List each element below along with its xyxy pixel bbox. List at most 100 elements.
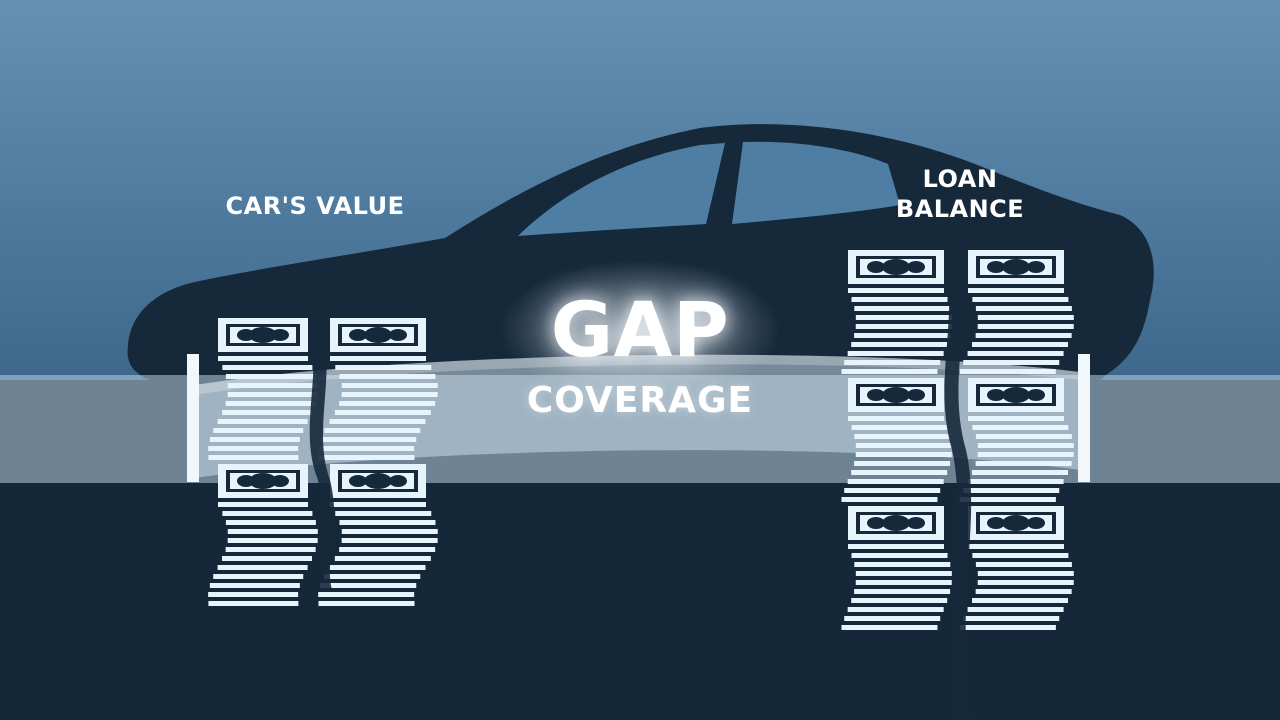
money-stack-part xyxy=(882,515,910,531)
money-stack-part xyxy=(907,261,925,273)
money-stack-part xyxy=(1002,387,1030,403)
money-stack-part xyxy=(987,517,1005,529)
money-stack-part xyxy=(977,315,1074,320)
money-stack-part xyxy=(339,547,436,552)
money-stack-part xyxy=(972,342,1069,347)
money-stack-part xyxy=(324,428,421,433)
money-stack-part xyxy=(217,565,308,570)
money-stack-part xyxy=(854,461,951,466)
money-stack-part xyxy=(320,583,417,588)
money-stack-part xyxy=(854,434,951,439)
money-stack-part xyxy=(975,589,1072,594)
ground xyxy=(0,482,1280,720)
money-stack-part xyxy=(967,479,1064,484)
money-stack-part xyxy=(364,473,392,489)
money-stack-part xyxy=(851,342,948,347)
money-stack-part xyxy=(349,475,367,487)
money-stack-part xyxy=(339,520,436,525)
money-stack-part xyxy=(851,598,948,603)
money-stack-part xyxy=(318,592,415,597)
money-stack-part xyxy=(389,329,407,341)
money-stack-part xyxy=(968,544,1064,549)
money-stack-part xyxy=(987,389,1005,401)
money-stack-part xyxy=(208,601,299,606)
money-stack-part xyxy=(841,625,938,630)
money-stack-part xyxy=(959,369,1056,374)
money-stack-part xyxy=(972,425,1069,430)
money-stack-part xyxy=(844,360,941,365)
money-stack-part xyxy=(847,351,944,356)
front-window xyxy=(732,141,900,224)
money-stack-part xyxy=(967,351,1064,356)
money-stack-part xyxy=(227,383,318,388)
money-stack-part xyxy=(975,461,1072,466)
money-stack-part xyxy=(855,443,952,448)
money-stack-part xyxy=(972,470,1069,475)
money-stack-part xyxy=(339,401,436,406)
money-stack-part xyxy=(329,419,426,424)
money-stack-part xyxy=(855,580,952,585)
money-stack-part xyxy=(213,574,304,579)
money-stack-part xyxy=(320,437,417,442)
money-stack-part xyxy=(907,389,925,401)
money-stack-part xyxy=(977,324,1074,329)
money-stack-part xyxy=(975,333,1072,338)
money-stack-part xyxy=(847,607,944,612)
money-stack-part xyxy=(848,416,944,421)
money-stack-part xyxy=(963,616,1060,621)
money-stack-part xyxy=(851,425,948,430)
money-stack-part xyxy=(222,410,313,415)
money-stack-part xyxy=(972,297,1069,302)
money-stack-part xyxy=(318,601,415,606)
money-stack-part xyxy=(963,488,1060,493)
money-stack-part xyxy=(977,571,1074,576)
money-stack-part xyxy=(855,324,952,329)
money-stack-part xyxy=(882,387,910,403)
money-stack-part xyxy=(389,475,407,487)
money-stack-part xyxy=(854,333,951,338)
money-stack-part xyxy=(1027,389,1045,401)
money-stack-part xyxy=(854,589,951,594)
money-stack-part xyxy=(851,553,948,558)
money-stack-part xyxy=(967,607,1064,612)
money-stack-part xyxy=(854,562,951,567)
money-stack-part xyxy=(851,470,948,475)
money-stack-part xyxy=(977,580,1074,585)
money-stack-part xyxy=(959,625,1056,630)
money-stack-part xyxy=(222,511,313,516)
money-stack-part xyxy=(339,374,436,379)
money-stack-part xyxy=(867,261,885,273)
money-stack-part xyxy=(227,392,318,397)
money-stack-part xyxy=(968,416,1064,421)
money-stack-part xyxy=(851,297,948,302)
money-stack-part xyxy=(218,356,308,361)
money-stack-part xyxy=(335,365,432,370)
money-stack-part xyxy=(867,517,885,529)
money-stack-part xyxy=(249,473,277,489)
money-stack-part xyxy=(249,327,277,343)
money-stack-part xyxy=(854,306,951,311)
gap-title: GAP xyxy=(550,285,730,374)
left-post xyxy=(187,354,199,482)
money-stack-part xyxy=(855,452,952,457)
money-stack-part xyxy=(225,401,316,406)
money-stack-part xyxy=(334,556,431,561)
money-stack-part xyxy=(341,529,438,534)
money-stack-part xyxy=(855,571,952,576)
loan-balance-money-stack-icon xyxy=(841,250,1074,720)
money-stack-part xyxy=(977,443,1074,448)
money-stack-part xyxy=(349,329,367,341)
money-stack-part xyxy=(977,452,1074,457)
car-value-money-stack-icon xyxy=(208,318,438,606)
money-stack-part xyxy=(1027,261,1045,273)
coverage-subtitle: COVERAGE xyxy=(526,380,754,421)
money-stack-part xyxy=(364,327,392,343)
money-stack-part xyxy=(208,446,299,451)
money-stack-part xyxy=(963,360,1060,365)
money-stack-part xyxy=(848,544,944,549)
money-stack-part xyxy=(208,455,299,460)
money-stack-part xyxy=(334,410,431,415)
money-stack-part xyxy=(1002,515,1030,531)
money-stack-part xyxy=(907,517,925,529)
